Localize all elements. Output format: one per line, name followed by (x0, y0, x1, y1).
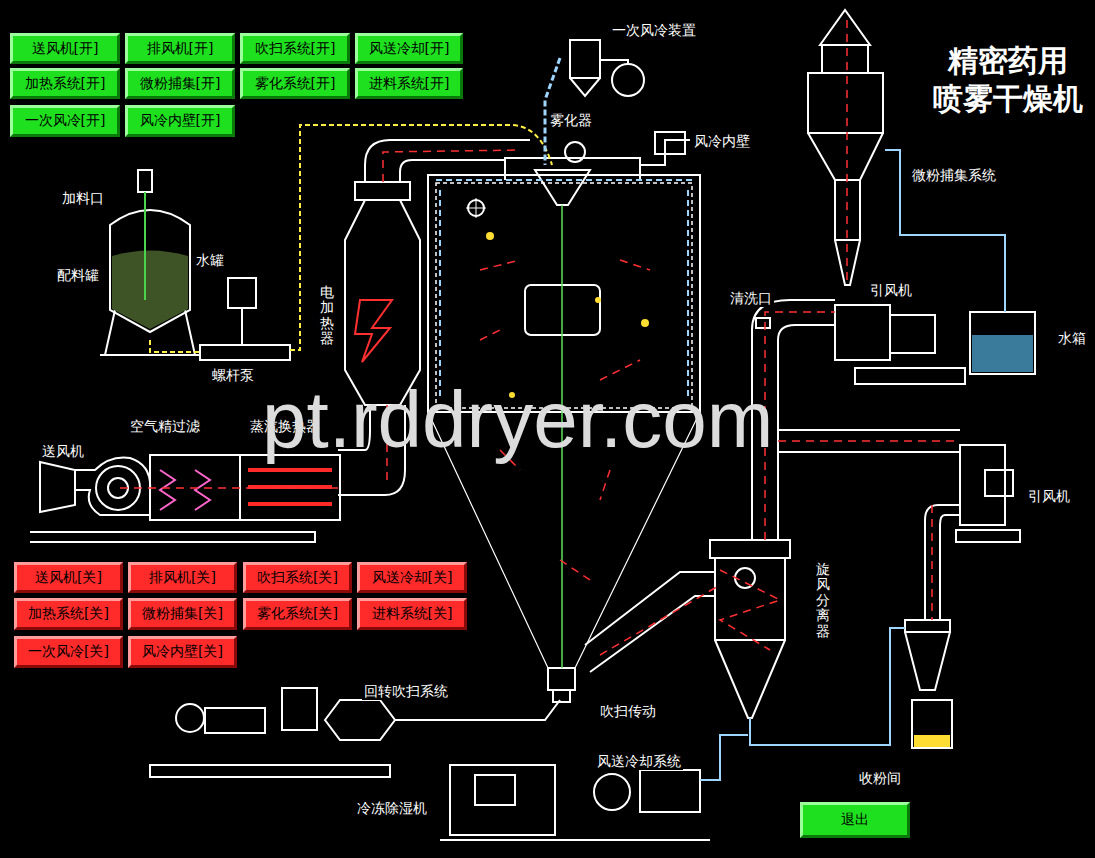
button-label: 送风机[关] (35, 569, 102, 587)
control-button: 加热系统[关] (14, 598, 123, 630)
part-label: 配料罐 (55, 267, 101, 284)
control-button: 微粉捕集[开] (125, 68, 235, 99)
part-label: 回转吹扫系统 (362, 683, 450, 700)
control-button: 一次风冷[开] (10, 105, 120, 137)
button-label: 进料系统[开] (369, 75, 450, 93)
control-button: 退出 (800, 802, 910, 838)
part-label: 水箱 (1056, 330, 1088, 347)
button-label: 吹扫系统[开] (255, 40, 336, 58)
button-label: 风送冷却[开] (369, 40, 450, 58)
button-label: 退出 (841, 811, 869, 829)
control-button: 雾化系统[开] (240, 68, 350, 99)
control-button: 排风机[开] (125, 33, 235, 64)
control-button: 排风机[关] (128, 562, 237, 593)
button-label: 微粉捕集[开] (140, 75, 221, 93)
part-label: 旋风分离器 (814, 562, 832, 639)
button-label: 雾化系统[关] (257, 605, 338, 623)
control-button: 吹扫系统[关] (243, 562, 352, 593)
control-button: 风冷内壁[开] (125, 105, 235, 137)
part-label: 加料口 (60, 190, 106, 207)
button-label: 送风机[开] (32, 40, 99, 58)
part-label: 风送冷却系统 (595, 753, 683, 770)
part-label: 螺杆泵 (210, 367, 256, 384)
button-label: 进料系统[关] (372, 605, 453, 623)
control-button: 送风机[开] (10, 33, 120, 64)
button-label: 排风机[开] (147, 40, 214, 58)
control-button: 进料系统[开] (355, 68, 463, 99)
part-label: 冷冻除湿机 (355, 800, 429, 817)
control-button: 雾化系统[关] (243, 598, 352, 630)
part-label: 引风机 (1026, 488, 1072, 505)
title: 精密药用 喷雾干燥机 (930, 42, 1086, 118)
part-label: 水罐 (194, 252, 226, 269)
part-label: 微粉捕集系统 (910, 167, 998, 184)
control-button: 吹扫系统[开] (240, 33, 350, 64)
watermark: pt.rddryer.com (262, 372, 773, 468)
part-label: 一次风冷装置 (610, 22, 698, 39)
part-label: 收粉间 (857, 770, 903, 787)
control-button: 一次风冷[关] (14, 636, 123, 668)
button-label: 一次风冷[开] (25, 112, 106, 130)
button-label: 风送冷却[关] (372, 569, 453, 587)
button-label: 风冷内壁[关] (142, 643, 223, 661)
button-label: 加热系统[关] (28, 605, 109, 623)
button-label: 微粉捕集[关] (142, 605, 223, 623)
part-label: 雾化器 (548, 112, 594, 129)
button-label: 雾化系统[开] (255, 75, 336, 93)
control-button: 风送冷却[关] (357, 562, 467, 593)
control-button: 进料系统[关] (357, 598, 467, 630)
control-button: 风送冷却[开] (355, 33, 463, 64)
control-button: 微粉捕集[关] (128, 598, 237, 630)
part-label: 吹扫传动 (598, 703, 658, 720)
part-label: 送风机 (40, 443, 86, 460)
part-label: 电加热器 (318, 285, 336, 347)
control-button: 送风机[关] (14, 562, 123, 593)
control-button: 风冷内壁[关] (128, 636, 237, 668)
button-label: 吹扫系统[关] (257, 569, 338, 587)
part-label: 引风机 (868, 282, 914, 299)
part-label: 风冷内壁 (692, 133, 752, 150)
part-label: 空气精过滤 (128, 418, 202, 435)
part-label: 清洗口 (728, 290, 774, 307)
button-label: 一次风冷[关] (28, 643, 109, 661)
button-label: 风冷内壁[开] (140, 112, 221, 130)
control-button: 加热系统[开] (10, 68, 120, 99)
button-label: 排风机[关] (149, 569, 216, 587)
button-label: 加热系统[开] (25, 75, 106, 93)
